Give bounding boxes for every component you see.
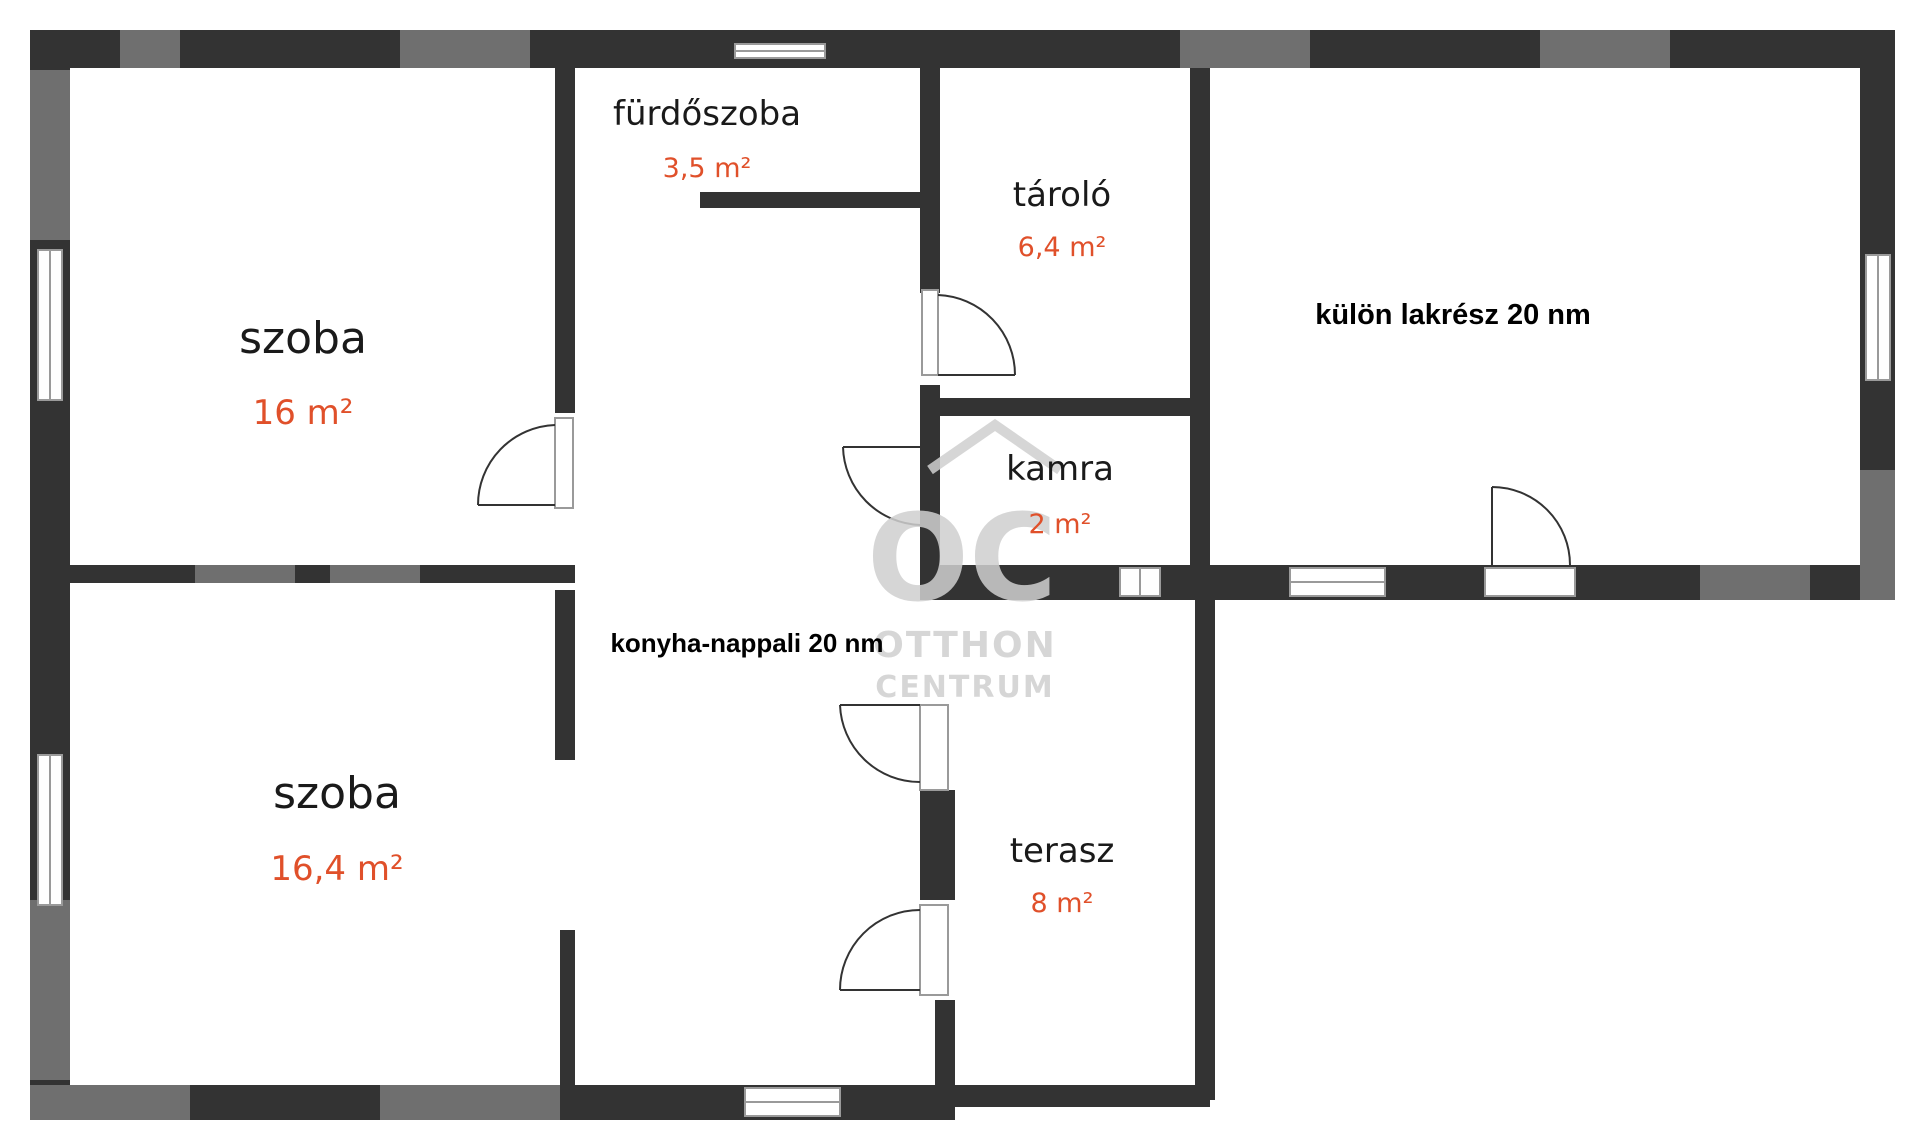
door-szoba-upper bbox=[477, 417, 574, 509]
room-tarolo-name: tároló bbox=[1013, 175, 1111, 215]
window-left-lower bbox=[37, 754, 63, 906]
windows bbox=[37, 43, 1891, 1117]
interior-walls bbox=[70, 68, 1295, 1105]
watermark-line1: OTTHON bbox=[873, 625, 1056, 666]
room-furdoszoba-name: fürdőszoba bbox=[613, 94, 801, 134]
door-kamra bbox=[842, 446, 921, 526]
room-szoba-upper-name: szoba bbox=[239, 313, 367, 364]
room-kamra-name: kamra bbox=[1006, 449, 1114, 489]
door-terasz-upper bbox=[839, 704, 949, 791]
window-kulon-bottom bbox=[1289, 567, 1386, 597]
window-bottom bbox=[744, 1087, 841, 1117]
wall-accents bbox=[30, 30, 1895, 1120]
room-labels: szoba 16 m² szoba 16,4 m² fürdőszoba 3,5… bbox=[239, 94, 1591, 919]
window-left-upper bbox=[37, 249, 63, 401]
room-terasz-area: 8 m² bbox=[1031, 888, 1094, 919]
door-tarolo bbox=[921, 289, 1016, 376]
room-kamra-area: 2 m² bbox=[1029, 509, 1092, 540]
watermark-line2: CENTRUM bbox=[875, 670, 1054, 705]
watermark-logo: OC OTTHON CENTRUM bbox=[867, 418, 1063, 705]
room-tarolo-area: 6,4 m² bbox=[1018, 232, 1107, 263]
door-terasz-lower bbox=[839, 904, 949, 996]
watermark-mark: OC bbox=[867, 490, 1057, 629]
window-kamra bbox=[1119, 567, 1161, 597]
room-kulon-lakresz-name: külön lakrész 20 nm bbox=[1315, 299, 1591, 331]
window-right bbox=[1865, 254, 1891, 381]
room-szoba-lower-name: szoba bbox=[273, 768, 401, 819]
window-top bbox=[734, 43, 826, 59]
house-roof-icon bbox=[927, 418, 1063, 475]
room-terasz-name: terasz bbox=[1010, 831, 1115, 871]
room-szoba-upper-area: 16 m² bbox=[253, 393, 354, 433]
door-kulon bbox=[1484, 486, 1576, 597]
room-konyha-nappali-name: konyha-nappali 20 nm bbox=[610, 628, 883, 658]
doors bbox=[477, 289, 1576, 996]
room-szoba-lower-area: 16,4 m² bbox=[270, 849, 403, 889]
room-furdoszoba-area: 3,5 m² bbox=[663, 153, 752, 184]
